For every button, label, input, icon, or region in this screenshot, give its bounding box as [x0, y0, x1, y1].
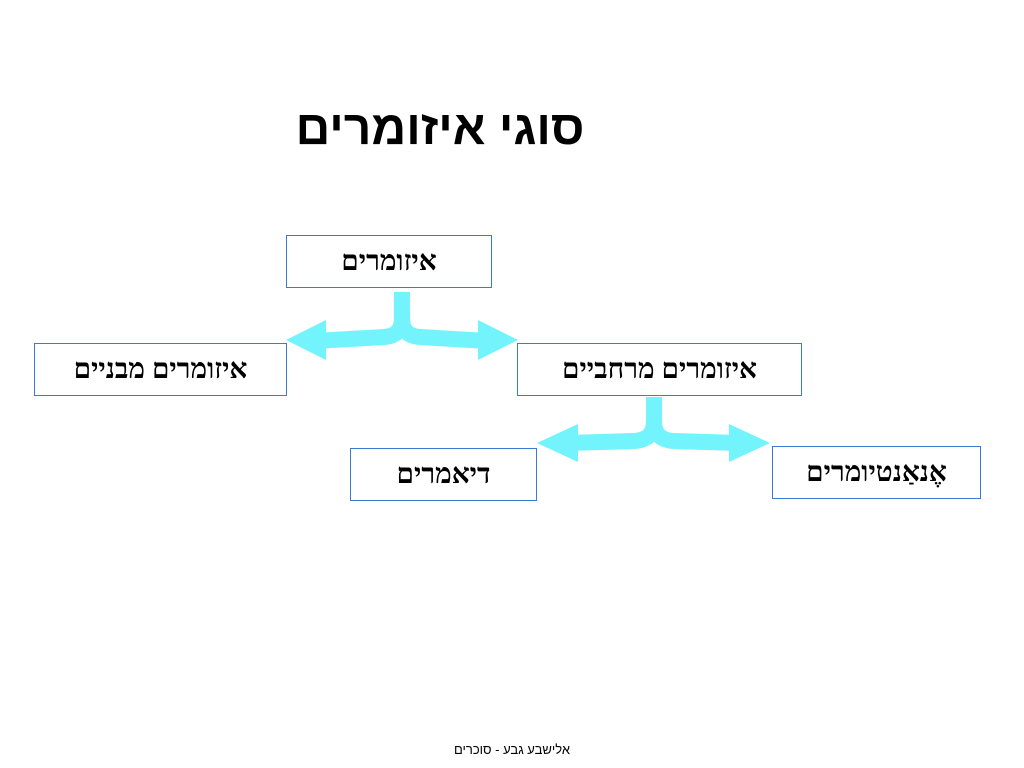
- arrow-stem-root: [314, 292, 410, 349]
- branch-arrow-spatial: [537, 397, 770, 462]
- arrowhead-right-root: [478, 320, 518, 360]
- arrowhead-right-spatial: [729, 424, 770, 462]
- arrowhead-left-root: [286, 320, 326, 360]
- node-structural-isomers: איזומרים מבניים: [34, 343, 287, 396]
- node-spatial-isomers: איזומרים מרחביים: [517, 343, 802, 396]
- slide-title: סוגי איזומרים: [295, 102, 585, 155]
- arrow-stem-root-right: [394, 317, 488, 349]
- node-diastereomers: דיאמרים: [350, 448, 537, 501]
- arrowhead-left-spatial: [537, 424, 578, 462]
- slide-footer: אלישבע גבע - סוכרים: [453, 742, 571, 757]
- arrow-stem-spatial-right: [646, 420, 739, 451]
- node-isomers: איזומרים: [286, 235, 492, 288]
- node-enantiomers: אֶנאַנטיומרים: [772, 446, 981, 499]
- arrow-stem-spatial: [566, 397, 662, 451]
- branch-arrow-root: [286, 292, 518, 360]
